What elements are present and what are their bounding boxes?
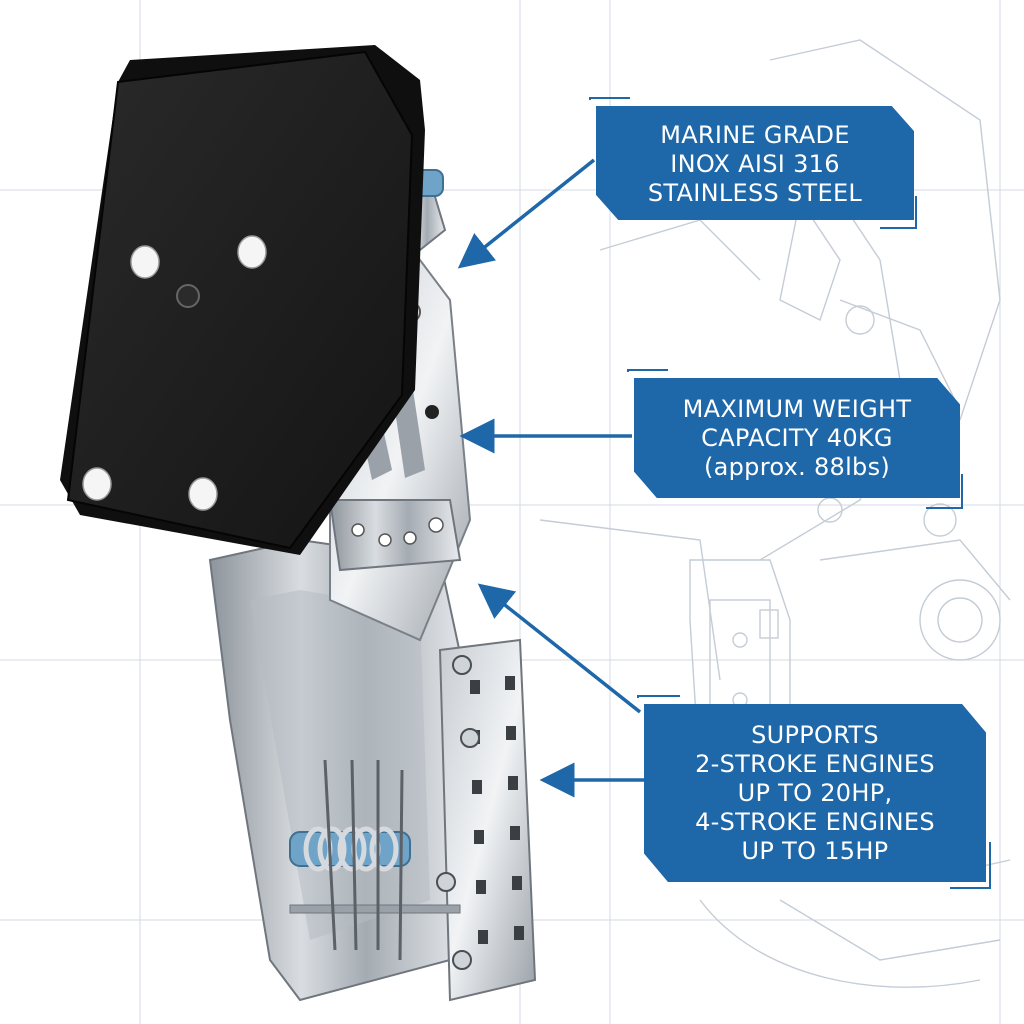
- callout-line: UP TO 15HP: [741, 836, 889, 865]
- callout-line: (approx. 88lbs): [703, 452, 891, 481]
- callout-engine-support: SUPPORTS 2-STROKE ENGINES UP TO 20HP, 4-…: [644, 704, 986, 882]
- callout-line: UP TO 20HP,: [737, 778, 893, 807]
- callout-line: 4-STROKE ENGINES: [695, 807, 935, 836]
- callout-line: MAXIMUM WEIGHT: [682, 394, 912, 423]
- callout-weight-capacity: MAXIMUM WEIGHT CAPACITY 40KG (approx. 88…: [634, 378, 960, 498]
- callout-line: CAPACITY 40KG: [701, 423, 893, 452]
- callout-material: MARINE GRADE INOX AISI 316 STAINLESS STE…: [596, 106, 914, 220]
- callout-line: 2-STROKE ENGINES: [695, 749, 935, 778]
- callout-line: SUPPORTS: [751, 720, 879, 749]
- callout-line: MARINE GRADE: [660, 120, 850, 149]
- callout-line: STAINLESS STEEL: [647, 178, 863, 207]
- callout-line: INOX AISI 316: [670, 149, 840, 178]
